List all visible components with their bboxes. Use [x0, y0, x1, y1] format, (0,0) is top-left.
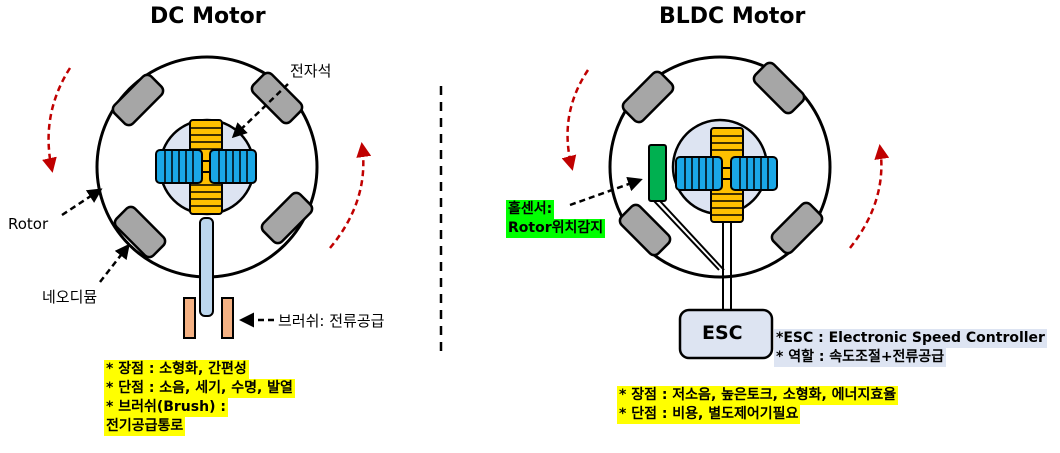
bldc-magnet — [752, 61, 806, 115]
esc-box — [678, 308, 774, 360]
dc-electromagnet-horizontal — [155, 149, 257, 184]
dc-note: * 브러쉬(Brush) : — [104, 398, 228, 417]
dc-note: * 장점 : 소형화, 간편성 — [104, 360, 249, 379]
bldc-note: * 단점 : 비용, 별도제어기필요 — [617, 405, 801, 424]
dc-rotor-pointer — [61, 188, 103, 217]
dc-note: 전기공급통로 — [104, 417, 186, 436]
bldc-coil-horizontal — [675, 156, 778, 191]
dc-notes: * 장점 : 소형화, 간편성 * 단점 : 소음, 세기, 수명, 발열 * … — [104, 360, 295, 436]
dc-electromagnet-pointer — [231, 83, 289, 139]
bldc-motor-drawing — [561, 55, 890, 360]
electromagnet-label: 전자석 — [290, 62, 332, 80]
bldc-notes: * 장점 : 저소음, 높은토크, 소형화, 에너지효율 * 단점 : 비용, … — [617, 386, 899, 424]
bldc-title: BLDC Motor — [659, 4, 806, 29]
hall-sensor-label-line: Rotor위치감지 — [506, 219, 606, 238]
dc-note: * 단점 : 소음, 세기, 수명, 발열 — [104, 379, 295, 398]
bldc-magnet — [621, 70, 675, 124]
dc-rotation-arrow-right — [329, 142, 372, 249]
dc-magnet — [113, 205, 167, 259]
hall-sensor-label-line: 홀센서: — [506, 200, 555, 219]
esc-label: ESC — [702, 322, 743, 344]
bldc-magnets — [618, 61, 824, 257]
bldc-magnet — [770, 201, 824, 255]
dc-motor-drawing — [42, 55, 372, 339]
dc-neodymium-pointer — [99, 243, 130, 283]
dc-rotation-arrow-left — [42, 67, 72, 173]
dc-magnet — [111, 73, 165, 127]
brush-label: 브러쉬: 전류공급 — [278, 312, 385, 330]
bldc-rotation-arrow-right — [849, 144, 890, 249]
esc-note: *ESC : Electronic Speed Controller — [774, 329, 1047, 348]
neodymium-label: 네오디뮴 — [42, 288, 98, 306]
dc-magnet — [260, 191, 314, 245]
dc-magnet — [250, 71, 304, 125]
bldc-magnet — [618, 203, 672, 257]
rotor-label: Rotor — [8, 215, 49, 233]
dc-title: DC Motor — [150, 4, 266, 29]
dc-brush — [221, 297, 234, 339]
hall-sensor — [648, 144, 667, 202]
hall-sensor-label: 홀센서: Rotor위치감지 — [506, 200, 606, 238]
hall-sensor-pointer — [569, 176, 643, 207]
bldc-wires — [653, 200, 732, 310]
esc-notes: *ESC : Electronic Speed Controller * 역할 … — [774, 329, 1047, 367]
dc-brush — [183, 297, 196, 339]
dc-neodymium-magnets — [111, 71, 314, 259]
bldc-rotation-arrow-left — [561, 69, 590, 171]
dc-shaft — [199, 217, 214, 317]
esc-note: * 역할 : 속도조절+전류공급 — [774, 348, 947, 367]
bldc-note: * 장점 : 저소음, 높은토크, 소형화, 에너지효율 — [617, 386, 899, 405]
